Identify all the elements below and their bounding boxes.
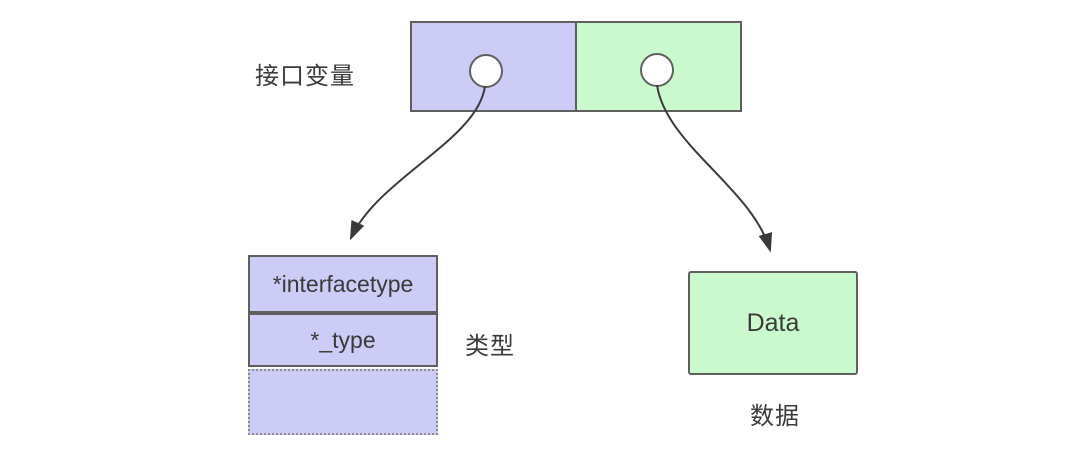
data-label: 数据: [750, 403, 800, 430]
pointer-origin-circle-type: [469, 54, 503, 88]
interface-variable-box: [410, 21, 742, 112]
interfacetype-row: *interfacetype: [248, 255, 438, 313]
data-box-text: Data: [746, 308, 800, 337]
empty-dotted-row: [248, 369, 438, 435]
interface-variable-label: 接口变量: [255, 63, 355, 90]
type-label: 类型: [465, 333, 515, 360]
pointer-origin-circle-data: [640, 53, 674, 87]
type-struct-box: *interfacetype *_type: [248, 255, 438, 435]
data-box: Data: [688, 271, 858, 375]
underscore-type-row: *_type: [248, 313, 438, 367]
